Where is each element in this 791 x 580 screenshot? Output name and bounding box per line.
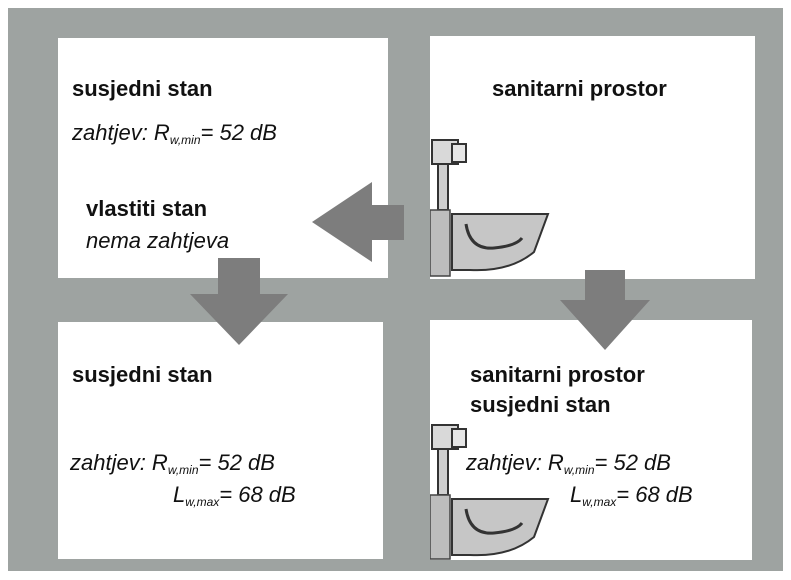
requirement-rw: zahtjev: Rw,min= 52 dB	[70, 450, 275, 477]
box-title: susjedni stan	[72, 362, 213, 387]
requirement-lw: Lw,max= 68 dB	[173, 482, 296, 509]
arrow-down-right	[560, 270, 650, 350]
own-apartment-title: vlastiti stan	[86, 196, 208, 221]
arrow-left	[312, 182, 404, 262]
arrow-down-left	[190, 258, 288, 345]
own-apartment-note: nema zahtjeva	[86, 228, 230, 253]
box-title: sanitarni prostor	[492, 76, 667, 101]
toilet-icon	[430, 139, 550, 277]
box-neighbor-apartment-bottom: susjedni stan zahtjev: Rw,min= 52 dB Lw,…	[58, 322, 383, 559]
box-title: susjedni stan	[72, 76, 213, 101]
requirement-lw: Lw,max= 68 dB	[570, 482, 693, 509]
box-title-line1: sanitarni prostor	[470, 362, 645, 387]
box-title-line2: susjedni stan	[470, 392, 611, 417]
toilet-icon	[430, 424, 550, 560]
box-neighbor-apartment-top: susjedni stan zahtjev: Rw,min= 52 dB vla…	[58, 38, 388, 278]
requirement-rw: zahtjev: Rw,min= 52 dB	[466, 450, 671, 477]
requirement-rw: zahtjev: Rw,min= 52 dB	[72, 120, 277, 147]
